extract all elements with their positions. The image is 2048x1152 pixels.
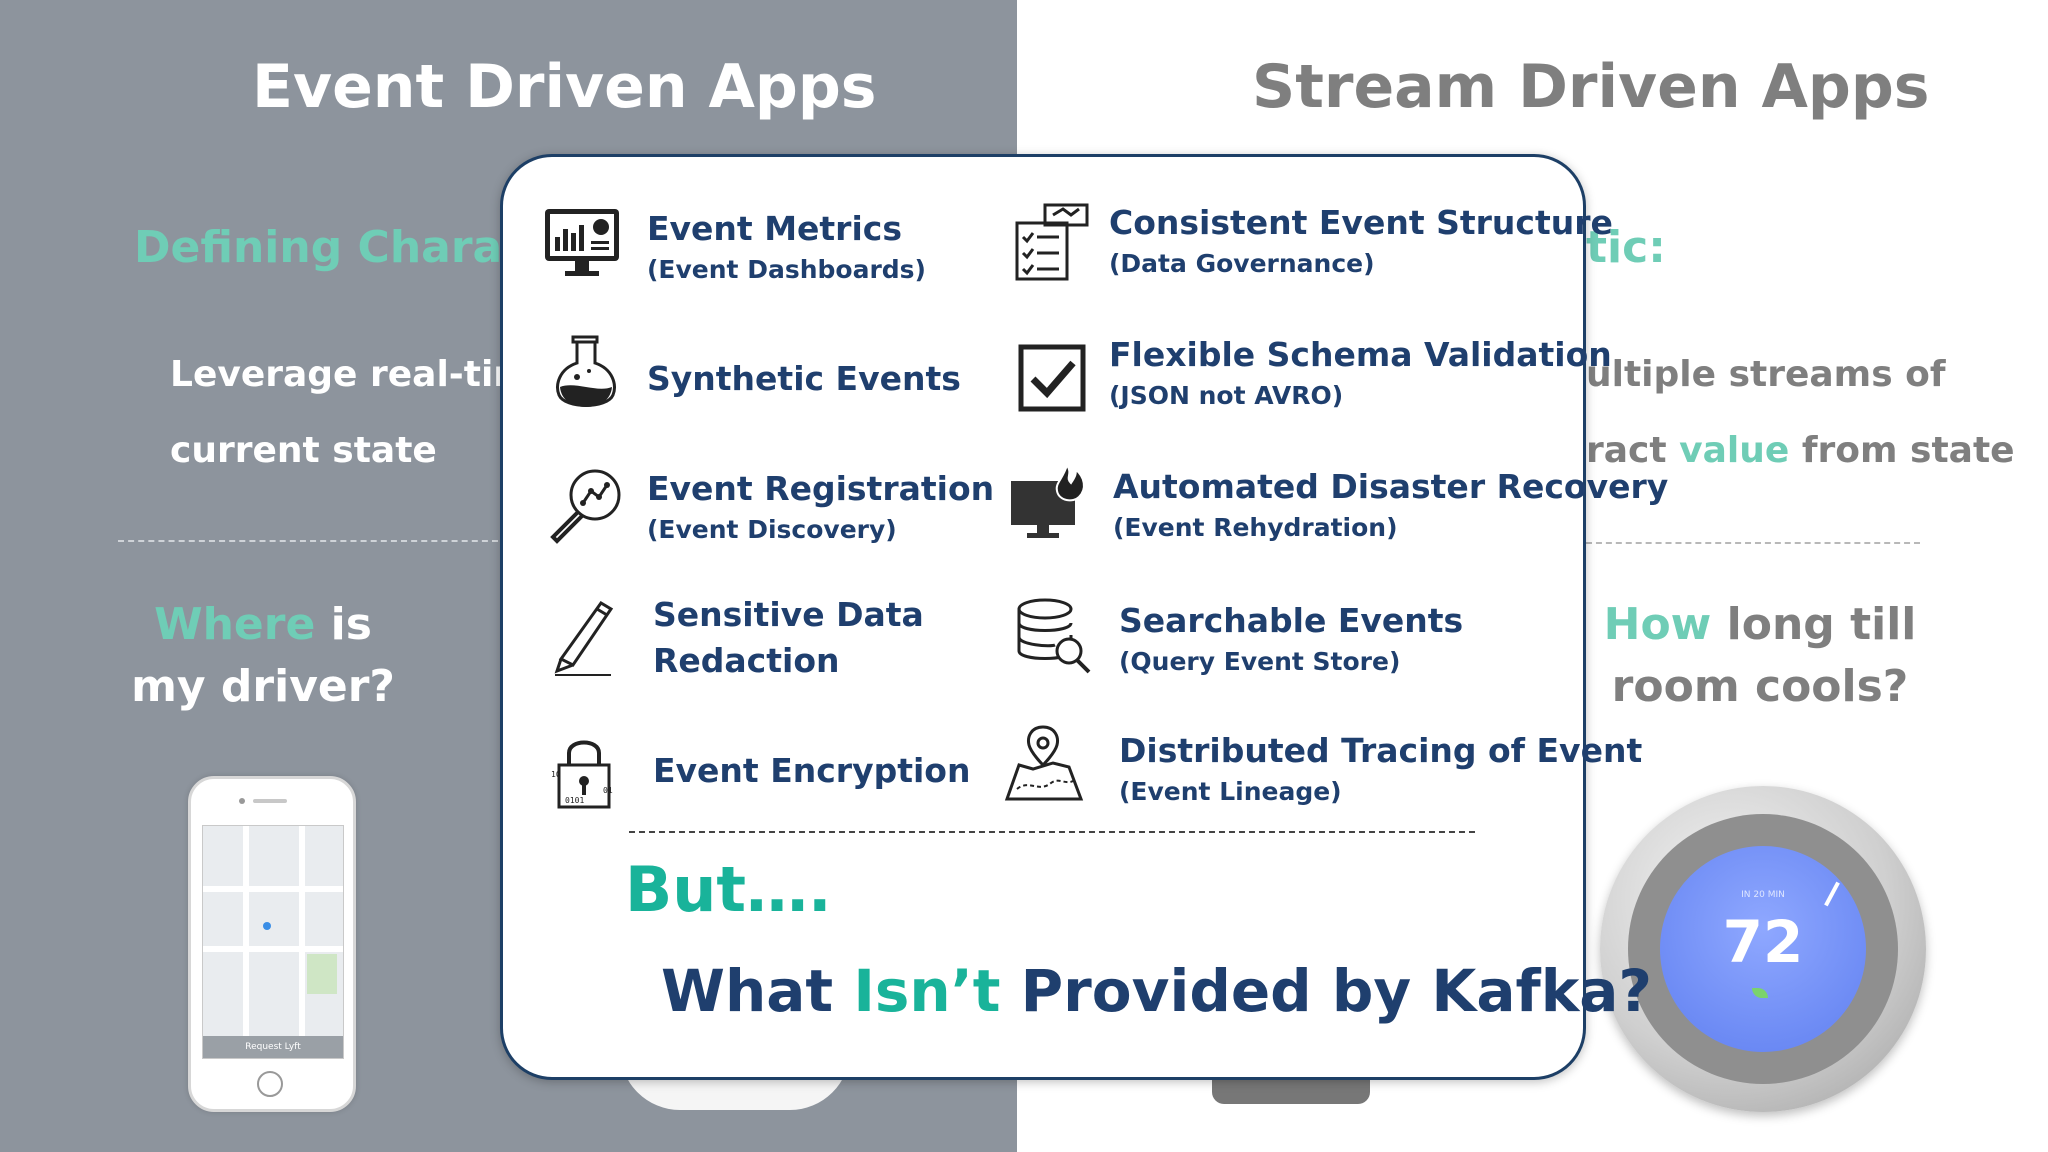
map-road <box>203 886 343 892</box>
map-park <box>307 954 337 994</box>
nest-minutes: IN 20 MIN <box>1741 890 1785 900</box>
clipboard-handshake-icon <box>1009 201 1091 283</box>
phone-home-button <box>257 1071 283 1097</box>
left-divider <box>118 540 498 542</box>
item-searchable-events-title: Searchable Events <box>1119 601 1464 640</box>
kafka-question: What Isn’t Provided by Kafka? <box>661 957 1653 1025</box>
phone-camera <box>239 798 245 804</box>
pen-icon <box>547 595 629 677</box>
request-lyft-bar: Request Lyft <box>203 1036 343 1058</box>
phone-speaker <box>253 799 287 803</box>
svg-text:0101: 0101 <box>565 796 584 805</box>
dashboard-monitor-icon <box>541 203 623 285</box>
item-disaster-recovery-title: Automated Disaster Recovery <box>1113 467 1669 506</box>
right-title: Stream Driven Apps <box>1252 52 1930 122</box>
right-question: How long till room cools? <box>1603 599 1917 712</box>
item-flexible-schema-title: Flexible Schema Validation <box>1109 335 1612 374</box>
checkbox-icon <box>1011 337 1093 419</box>
right-text-line2: ract value from state <box>1586 430 2015 471</box>
svg-text:10: 10 <box>551 770 561 779</box>
item-event-registration-subtitle: (Event Discovery) <box>647 515 897 544</box>
item-searchable-events-subtitle: (Query Event Store) <box>1119 647 1401 676</box>
overlay-card: Event Metrics (Event Dashboards) Synthet… <box>500 154 1668 1080</box>
card-divider <box>629 831 1475 833</box>
phone-map-screen: Request Lyft <box>202 825 344 1059</box>
left-question: Where is my driver? <box>131 599 395 712</box>
nest-face: IN 20 MIN 72 <box>1660 846 1866 1052</box>
map-road <box>299 826 305 1036</box>
burning-monitor-icon <box>1007 461 1089 543</box>
left-text-line1: Leverage real-time <box>170 354 556 395</box>
item-distributed-tracing-subtitle: (Event Lineage) <box>1119 777 1342 806</box>
item-event-metrics-title: Event Metrics <box>647 209 902 248</box>
magnifier-graph-icon <box>545 465 627 547</box>
item-synthetic-events-title: Synthetic Events <box>647 359 961 398</box>
item-flexible-schema-subtitle: (JSON not AVRO) <box>1109 381 1344 410</box>
location-pin-icon <box>263 922 271 930</box>
database-search-icon <box>1011 595 1093 677</box>
map-road <box>243 826 249 1036</box>
item-sensitive-data-title: Sensitive Data <box>653 595 924 634</box>
phone-image: Request Lyft <box>188 776 356 1112</box>
map-road <box>203 946 343 952</box>
but-heading: But…. <box>625 853 832 926</box>
nest-thermostat-image: nest IN 20 MIN 72 <box>1600 786 1926 1112</box>
left-title: Event Driven Apps <box>252 52 877 122</box>
item-sensitive-data-title-line2: Redaction <box>653 641 840 680</box>
flask-icon <box>545 333 627 415</box>
item-event-registration-title: Event Registration <box>647 469 995 508</box>
nest-temperature: 72 <box>1722 908 1804 976</box>
item-consistent-structure-title: Consistent Event Structure <box>1109 203 1613 242</box>
item-event-metrics-subtitle: (Event Dashboards) <box>647 255 926 284</box>
svg-text:01: 01 <box>603 786 613 795</box>
right-divider <box>1586 542 1920 544</box>
map-pin-icon <box>1003 723 1085 805</box>
item-distributed-tracing-title: Distributed Tracing of Event <box>1119 731 1643 770</box>
right-text-line1: ultiple streams of <box>1586 354 1946 395</box>
right-subtitle: tic: <box>1586 222 1666 273</box>
item-disaster-recovery-subtitle: (Event Rehydration) <box>1113 513 1398 542</box>
item-consistent-structure-subtitle: (Data Governance) <box>1109 249 1375 278</box>
left-text-line2: current state <box>170 430 437 471</box>
item-event-encryption-title: Event Encryption <box>653 751 971 790</box>
leaf-icon <box>1752 988 1768 998</box>
